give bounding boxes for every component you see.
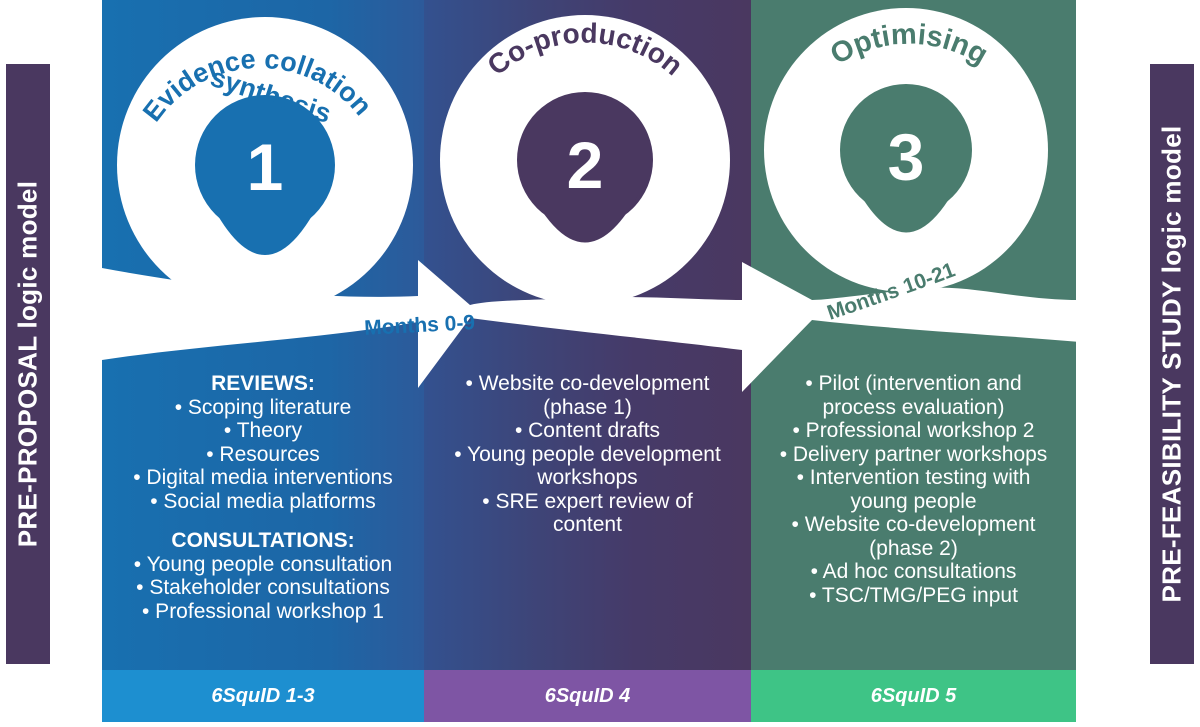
- list-item: • Content drafts: [514, 419, 661, 442]
- list-item: • Website co-development: [791, 513, 1036, 536]
- stage-2-teardrop: [522, 175, 648, 243]
- stage-2-activities: • Website co-development (phase 1) • Con…: [424, 372, 751, 537]
- stage-1-number: 1: [247, 130, 284, 204]
- list-item: • Social media platforms: [150, 489, 376, 513]
- stage-3-teardrop: [845, 165, 967, 233]
- list-item: workshops: [537, 466, 638, 489]
- pre-proposal-sidebar: PRE-PROPOSAL logic model: [6, 64, 50, 664]
- stage-1-months: Months 0-9: [364, 311, 476, 340]
- list-item: • Theory: [223, 419, 303, 442]
- stage-2-number: 2: [567, 128, 604, 202]
- spacer: [102, 513, 424, 529]
- list-item: • Young people consultation: [133, 552, 393, 576]
- list-item: • Digital media interventions: [133, 466, 393, 489]
- stage-3-footer: 6SquID 5: [751, 670, 1076, 722]
- list-item: • Stakeholder consultations: [136, 576, 390, 599]
- ribbon-band: [102, 260, 1146, 392]
- list-item: • Resources: [206, 442, 320, 466]
- list-item: (phase 1): [543, 395, 632, 419]
- list-item: • Website co-development: [465, 372, 710, 395]
- stage-1-teardrop: [200, 180, 330, 255]
- pre-feasibility-sidebar: PRE-FEASIBILITY STUDY logic model: [1150, 64, 1194, 664]
- stage-1-footer: 6SquID 1-3: [102, 670, 424, 722]
- list-item: • Delivery partner workshops: [779, 442, 1048, 466]
- list-item: • Intervention testing with: [796, 466, 1031, 489]
- stage-1-activities: REVIEWS: • Scoping literature • Theory •…: [102, 372, 424, 623]
- list-item: • TSC/TMG/PEG input: [809, 583, 1018, 607]
- list-item: (phase 2): [869, 536, 958, 560]
- stage-3-number: 3: [888, 120, 925, 194]
- list-item: • SRE expert review of: [482, 489, 693, 513]
- list-item: • Professional workshop 1: [142, 599, 384, 623]
- reviews-heading: REVIEWS:: [211, 372, 315, 395]
- list-item: • Ad hoc consultations: [810, 560, 1017, 583]
- list-item: content: [553, 513, 622, 536]
- stage-2-footer: 6SquID 4: [424, 670, 751, 722]
- list-item: young people: [850, 489, 977, 513]
- list-item: • Professional workshop 2: [792, 419, 1035, 442]
- list-item: • Young people development: [454, 442, 721, 466]
- consultations-heading: CONSULTATIONS:: [171, 529, 355, 552]
- stage-3-activities: • Pilot (intervention and process evalua…: [751, 372, 1076, 607]
- list-item: • Pilot (intervention and: [805, 372, 1022, 395]
- list-item: process evaluation): [822, 395, 1005, 419]
- list-item: • Scoping literature: [174, 395, 352, 419]
